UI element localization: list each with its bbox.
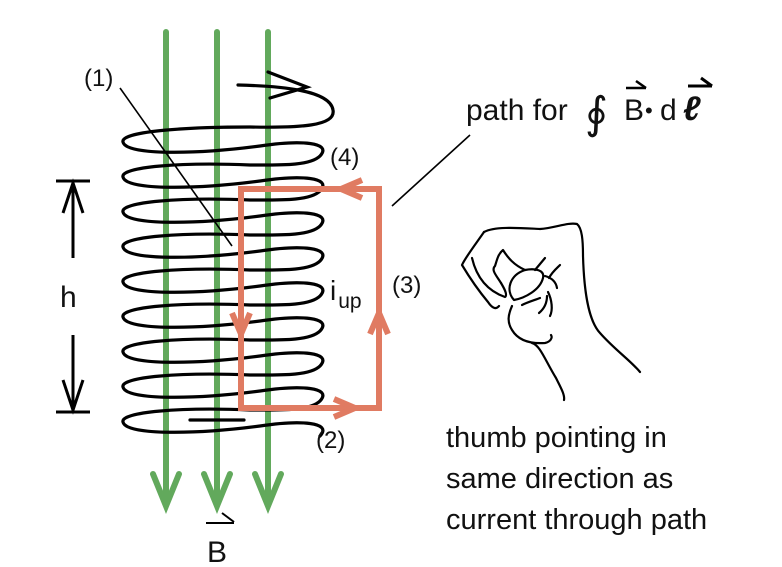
coil-current-arrowhead: [266, 70, 312, 100]
caption-line-1: thumb pointing in: [446, 422, 667, 454]
magnetic-field-lines: [150, 29, 284, 514]
integrand-b: B: [624, 94, 644, 127]
closed-integral-symbol: ∮: [585, 89, 608, 138]
segment-2-label: (2): [316, 427, 345, 454]
vector-arrowhead-integrand-l: [700, 76, 713, 88]
integrand-l: ℓ: [683, 90, 701, 128]
pointer-line-1: [119, 87, 233, 247]
segment-1-label: (1): [84, 65, 113, 92]
path-arrow-segment-3: [367, 305, 391, 336]
caption-line-2: same direction as: [446, 463, 673, 495]
segment-3-label: (3): [392, 272, 421, 299]
path-integral-label: path for ∮ B • d ℓ: [466, 76, 713, 138]
current-symbol: i: [330, 275, 336, 306]
field-line-arrowhead-3: [252, 471, 284, 514]
coil-winding: [121, 83, 335, 438]
path-arrow-segment-4: [333, 177, 364, 201]
caption: thumb pointing in same direction as curr…: [446, 422, 707, 536]
path-prefix-text: path for: [466, 94, 568, 127]
caption-line-3: current through path: [446, 504, 707, 536]
field-line-arrowhead-2: [201, 471, 233, 514]
current-label: iup: [330, 275, 362, 313]
right-hand-fist-icon: [460, 222, 642, 402]
path-arrow-segment-2: [332, 396, 363, 420]
vector-arrowhead-over-b: [221, 512, 235, 523]
field-line-arrowhead-1: [150, 471, 182, 514]
segment-4-label: (4): [330, 144, 359, 171]
pointer-line-path: [391, 134, 471, 207]
amperian-rectangle: [238, 186, 382, 411]
solenoid-coil: [121, 70, 335, 438]
height-label: h: [60, 281, 77, 314]
amperian-path: [229, 177, 391, 420]
field-b-label: B: [207, 536, 227, 567]
field-vector-label: B: [206, 512, 235, 567]
height-dimension: [56, 178, 90, 415]
integrand-d: d: [660, 94, 677, 127]
path-arrow-segment-1: [229, 311, 253, 342]
current-subscript: up: [338, 290, 361, 313]
vector-arrowhead-integrand-b: [635, 79, 647, 90]
integrand-dot: •: [645, 98, 653, 123]
